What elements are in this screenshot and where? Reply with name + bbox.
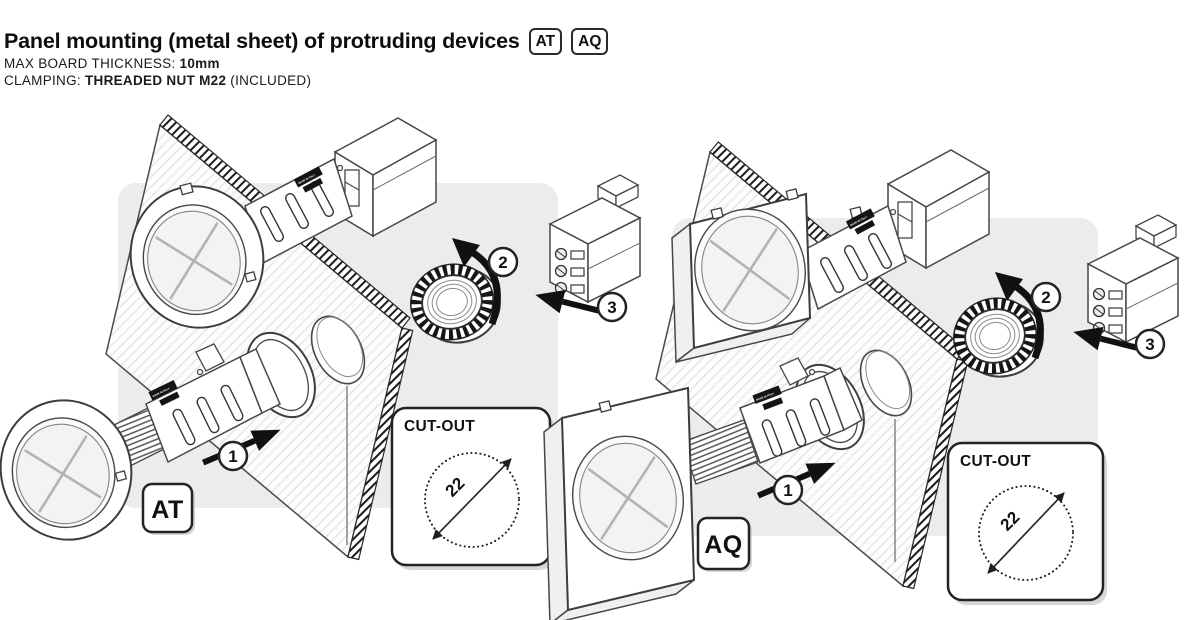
spec-clamping-note: (INCLUDED) bbox=[230, 73, 312, 88]
step-3-badge bbox=[1134, 328, 1166, 360]
body-screw bbox=[889, 208, 897, 216]
step-1-number: 1 bbox=[783, 481, 792, 500]
step-1-badge bbox=[217, 440, 249, 472]
spec-thickness-label: MAX BOARD THICKNESS: bbox=[4, 56, 176, 71]
panel-thickness-edge bbox=[347, 327, 414, 561]
round-bezel bbox=[0, 399, 133, 541]
cutout-circle bbox=[978, 485, 1074, 581]
panel-mounting-hole bbox=[310, 315, 366, 385]
retaining-clip bbox=[195, 343, 225, 372]
bezel-notch bbox=[179, 182, 194, 196]
device-label: MADE IN ITALY bbox=[148, 380, 180, 406]
cutout-title: CUT-OUT bbox=[960, 453, 1031, 470]
svg-text:MADE IN ITALY: MADE IN ITALY bbox=[756, 391, 775, 402]
header: Panel mounting (metal sheet) of protrudi… bbox=[4, 28, 609, 89]
step-3-badge bbox=[596, 291, 628, 323]
svg-text:MADE IN ITALY: MADE IN ITALY bbox=[152, 386, 171, 398]
step-3-number: 3 bbox=[607, 298, 616, 317]
aq-exploded-device: MADE IN ITALY bbox=[543, 357, 863, 620]
bezel-notch bbox=[710, 207, 724, 220]
square-bezel bbox=[671, 188, 812, 364]
step-2-arrowhead bbox=[452, 238, 480, 267]
spec-clamping-value: THREADED NUT M22 bbox=[84, 73, 227, 88]
mounting-flange bbox=[823, 366, 863, 432]
aq-label: AQ bbox=[704, 531, 743, 559]
wire-connector bbox=[1087, 214, 1179, 343]
at-cutout-callout: CUT-OUT 22 bbox=[390, 406, 554, 570]
step-1-number: 1 bbox=[228, 447, 237, 466]
spec-thickness-value: 10mm bbox=[179, 56, 220, 71]
header-badge-at: AT bbox=[528, 28, 563, 55]
cutout-dimension-arrow bbox=[432, 458, 512, 540]
at-label-badge: AT bbox=[141, 482, 195, 535]
step-2-badge bbox=[487, 246, 519, 278]
step-2-badge bbox=[1030, 281, 1062, 313]
step-3-number: 3 bbox=[1145, 335, 1154, 354]
step-2-arrowhead bbox=[995, 272, 1023, 301]
step-2-arrow-icon bbox=[469, 249, 501, 326]
header-badge-aq: AQ bbox=[571, 28, 609, 55]
step-2-arrow-icon bbox=[1012, 283, 1044, 360]
cutout-circle bbox=[424, 452, 520, 548]
step-2-number: 2 bbox=[1041, 288, 1050, 307]
spec-thickness: MAX BOARD THICKNESS:10mm bbox=[4, 56, 608, 72]
aq-diagram: MADE IN ITALY bbox=[543, 141, 1179, 620]
bezel-notch bbox=[598, 400, 612, 413]
body-screw bbox=[196, 368, 204, 376]
aq-label-badge: AQ bbox=[696, 516, 752, 572]
wire-connector bbox=[549, 174, 641, 303]
square-bezel bbox=[543, 386, 696, 620]
round-bezel bbox=[129, 182, 265, 329]
title-line: Panel mounting (metal sheet) of protrudi… bbox=[4, 28, 609, 55]
spec-clamping-label: CLAMPING: bbox=[4, 73, 81, 88]
at-exploded-device: MADE IN ITALY bbox=[0, 343, 281, 541]
spec-clamping: CLAMPING:THREADED NUT M22(INCLUDED) bbox=[4, 73, 608, 89]
cutout-title: CUT-OUT bbox=[404, 418, 475, 435]
body-screw bbox=[808, 368, 816, 376]
page-title: Panel mounting (metal sheet) of protrudi… bbox=[4, 29, 520, 53]
device-label: MADE IN ITALY bbox=[752, 385, 784, 411]
aq-mounted-device: MADE IN ITALY bbox=[671, 149, 990, 364]
step-1-badge bbox=[772, 474, 804, 506]
retaining-clip bbox=[779, 357, 809, 386]
cutout-dimension-arrow bbox=[987, 492, 1065, 574]
bezel-notch bbox=[114, 470, 128, 482]
aq-cutout-callout: CUT-OUT 22 bbox=[946, 441, 1107, 605]
panel-mounting-hole bbox=[859, 349, 913, 417]
at-label: AT bbox=[151, 496, 183, 524]
step-2-number: 2 bbox=[498, 253, 507, 272]
at-mounted-device: MADE IN ITALY bbox=[129, 117, 437, 329]
body-screw bbox=[336, 164, 344, 172]
at-diagram: MADE IN ITALY bbox=[0, 114, 641, 570]
mounting-flange bbox=[239, 347, 281, 415]
